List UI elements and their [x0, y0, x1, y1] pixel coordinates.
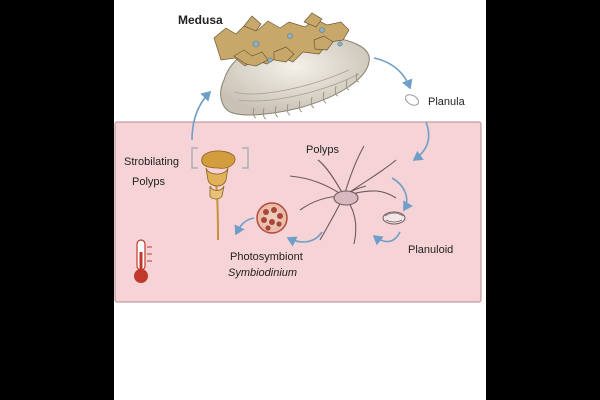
strobilating-polyp-illustration — [191, 147, 249, 241]
arrow-strobilating-to-medusa — [191, 90, 212, 141]
elevated-temperature-zone — [114, 121, 482, 303]
label-strobilating: Strobilating — [124, 156, 180, 168]
arrow-polyp-to-planuloid — [391, 177, 413, 212]
arrow-planula-to-polyp — [412, 121, 430, 161]
life-cycle-diagram — [114, 12, 482, 303]
planula-illustration — [405, 94, 419, 106]
medusa-illustration — [213, 12, 370, 120]
label-symbiodinium: Symbiodinium — [228, 267, 298, 279]
polyp-illustration — [289, 145, 397, 245]
diagram-panel: Medusa Planula Polyps Strobilating Polyp… — [114, 0, 486, 400]
label-polyps: Polyps — [306, 144, 340, 156]
symbiodinium-cell-illustration — [256, 202, 288, 234]
label-photosymbiont: Photosymbiont — [230, 251, 303, 263]
arrow-polyp-to-symbiont — [286, 231, 323, 247]
label-medusa: Medusa — [178, 13, 223, 27]
arrow-planuloid-to-polyp — [372, 231, 401, 246]
arrow-medusa-to-planula — [373, 57, 413, 90]
label-strobilating-polyps: Polyps — [132, 176, 166, 188]
thermometer-icon — [134, 239, 152, 283]
label-planuloid: Planuloid — [408, 244, 454, 256]
label-planula: Planula — [428, 96, 465, 108]
arrow-symbiont-to-strobilating — [234, 217, 255, 236]
planuloid-illustration — [382, 211, 406, 225]
